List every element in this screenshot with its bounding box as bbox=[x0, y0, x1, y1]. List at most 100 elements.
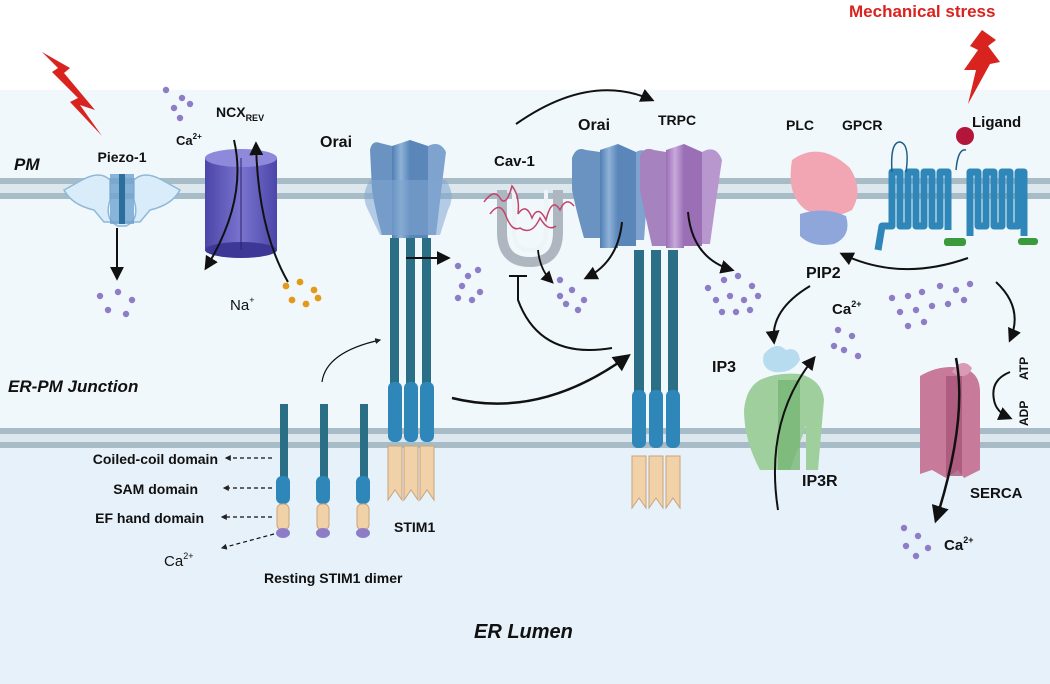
calcium-ion-dot bbox=[924, 544, 932, 552]
ca-label: Ca2+ bbox=[832, 299, 861, 318]
stim-to-trpc-arrow bbox=[451, 353, 631, 405]
calcium-ion-dot bbox=[178, 94, 186, 102]
na-label: Na+ bbox=[230, 295, 254, 314]
ion-particles bbox=[96, 86, 974, 560]
ip3-receptor bbox=[744, 373, 824, 470]
plc-enzyme bbox=[790, 151, 858, 245]
extracellular-space bbox=[0, 0, 1050, 90]
calcium-ion-dot bbox=[754, 292, 762, 300]
calcium-ion-dot bbox=[718, 308, 726, 316]
er-pm-junction-label: ER-PM Junction bbox=[8, 377, 138, 396]
ip3-label: IP3 bbox=[712, 359, 736, 376]
calcium-ion-dot bbox=[162, 86, 170, 94]
sodium-ion-dot bbox=[314, 294, 322, 302]
calcium-ion-dot bbox=[464, 272, 472, 280]
calcium-ion-dot bbox=[830, 342, 838, 350]
sodium-ion-dot bbox=[310, 286, 318, 294]
calcium-ion-dot bbox=[580, 296, 588, 304]
calcium-ion-dot bbox=[704, 284, 712, 292]
calcium-ion-dot bbox=[468, 296, 476, 304]
stim1-label: STIM1 bbox=[394, 519, 435, 535]
pip2-label: PIP2 bbox=[806, 265, 841, 282]
calcium-ion-dot bbox=[454, 262, 462, 270]
calcium-ion-dot bbox=[712, 296, 720, 304]
calcium-ion-dot bbox=[186, 100, 194, 108]
calcium-ion-dot bbox=[454, 294, 462, 302]
g-protein-marker bbox=[944, 238, 966, 246]
calcium-ion-dot bbox=[952, 286, 960, 294]
calcium-ion-dot bbox=[176, 114, 184, 122]
calcium-ion-dot bbox=[914, 532, 922, 540]
ncx-na-influx-arrow bbox=[249, 141, 289, 283]
calcium-ion-dot bbox=[960, 296, 968, 304]
calcium-ion-dot bbox=[122, 310, 130, 318]
calcium-ion-dot bbox=[912, 552, 920, 560]
calcium-ion-dot bbox=[458, 282, 466, 290]
er-membrane bbox=[0, 428, 1050, 448]
calcium-ion-dot bbox=[474, 266, 482, 274]
ip3-molecule bbox=[763, 345, 800, 373]
trpc-label: TRPC bbox=[658, 112, 696, 128]
calcium-ion-dot bbox=[720, 276, 728, 284]
atp-label: ATP bbox=[1017, 357, 1031, 380]
cav1-influx-arrow bbox=[537, 249, 554, 284]
calcium-ion-dot bbox=[896, 308, 904, 316]
resting-stim1-dimer bbox=[276, 404, 370, 538]
calcium-ion-dot bbox=[748, 282, 756, 290]
calcium-ion-dot bbox=[556, 292, 564, 300]
ligand-label: Ligand bbox=[972, 114, 1021, 131]
ca-label: Ca2+ bbox=[176, 132, 202, 148]
calcium-ion-dot bbox=[854, 352, 862, 360]
gpcr-to-plc-arrow bbox=[839, 252, 969, 270]
ncx-exchanger bbox=[205, 149, 277, 258]
cav1-to-trpc-arrow bbox=[515, 89, 655, 125]
calcium-ion-dot bbox=[918, 288, 926, 296]
calcium-ion-dot bbox=[904, 322, 912, 330]
caveolin-1 bbox=[483, 184, 575, 268]
er-lumen-region bbox=[0, 435, 1050, 684]
calcium-ion-dot bbox=[128, 296, 136, 304]
ncx-label: NCXREV bbox=[216, 104, 264, 123]
calcium-ion-dot bbox=[562, 300, 570, 308]
calcium-ion-dot bbox=[936, 282, 944, 290]
calcium-ion-dot bbox=[928, 302, 936, 310]
pm-label: PM bbox=[14, 155, 40, 174]
orai-right-label: Orai bbox=[578, 117, 610, 134]
calcium-ion-dot bbox=[96, 292, 104, 300]
sodium-ion-dot bbox=[302, 300, 310, 308]
g-protein-marker bbox=[1018, 238, 1038, 245]
mechanical-stress-label: Mechanical stress bbox=[849, 2, 995, 21]
calcium-ion-dot bbox=[902, 542, 910, 550]
serca-pump bbox=[920, 362, 980, 478]
calcium-ion-dot bbox=[170, 104, 178, 112]
gpcr-receptor-left bbox=[874, 141, 952, 251]
coiled-coil-label: Coiled-coil domain bbox=[93, 451, 218, 467]
calcium-ion-dot bbox=[556, 276, 564, 284]
ca-label: Ca2+ bbox=[164, 551, 193, 570]
plasma-membrane bbox=[0, 178, 1050, 199]
calcium-ion-dot bbox=[920, 318, 928, 326]
orai-channel-right bbox=[572, 144, 650, 248]
ligand-ball bbox=[956, 127, 974, 145]
lightning-bolt-icon bbox=[964, 30, 1000, 104]
inhibition-line bbox=[517, 276, 613, 351]
stim-activation-arrow bbox=[321, 338, 382, 383]
calcium-ion-dot bbox=[734, 272, 742, 280]
ip3r-label: IP3R bbox=[802, 473, 838, 490]
calcium-ion-dot bbox=[732, 308, 740, 316]
calcium-ion-dot bbox=[904, 292, 912, 300]
calcium-ion-dot bbox=[476, 288, 484, 296]
calcium-ion-dot bbox=[848, 332, 856, 340]
calcium-ion-dot bbox=[944, 300, 952, 308]
sodium-ion-dot bbox=[282, 282, 290, 290]
ncx-ca-efflux-arrow bbox=[204, 139, 239, 271]
gpcr-to-serca-arrow bbox=[995, 281, 1021, 343]
lightning-bolt-icon bbox=[42, 52, 102, 136]
cav-1-label: Cav-1 bbox=[494, 153, 535, 170]
calcium-ion-dot bbox=[574, 306, 582, 314]
calcium-ion-dot bbox=[114, 288, 122, 296]
pip2-to-ip3-arrow bbox=[765, 285, 811, 345]
er-lumen-label: ER Lumen bbox=[474, 621, 573, 643]
calcium-ion-dot bbox=[888, 294, 896, 302]
